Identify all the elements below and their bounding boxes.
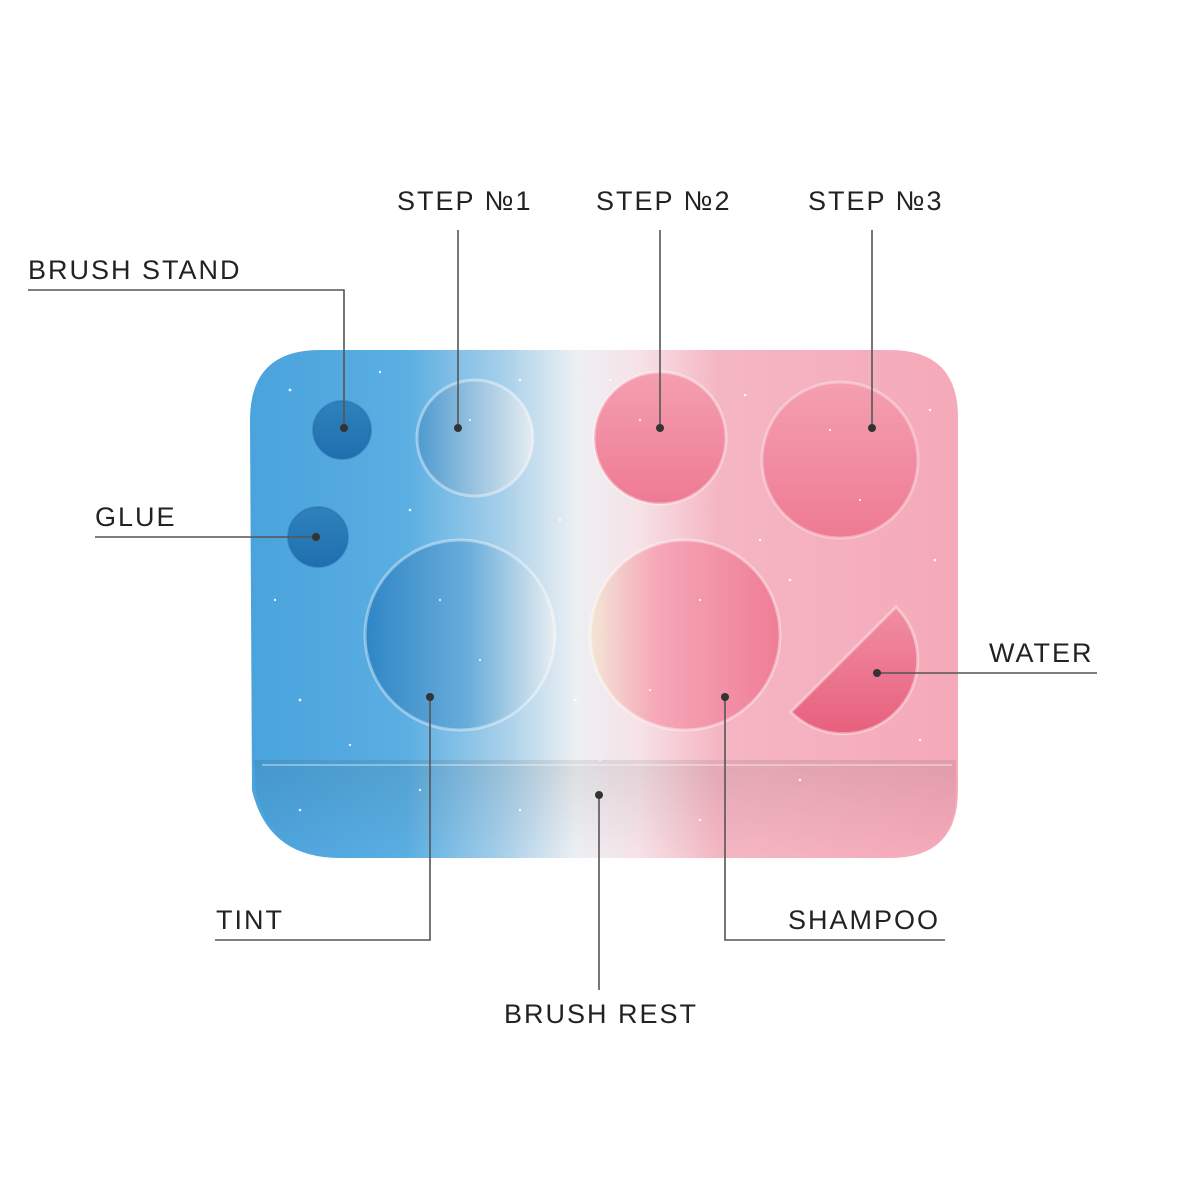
labels: BRUSH STAND GLUE STEP №1 STEP №2 STEP №3… [28, 186, 1094, 1029]
leader-lines [28, 230, 1097, 990]
palette-tray [250, 350, 958, 858]
label-brush-stand: BRUSH STAND [28, 255, 242, 285]
leader-dots [312, 424, 881, 799]
label-step1: STEP №1 [397, 186, 533, 216]
brush-stand-dot [340, 424, 348, 432]
water-dot [873, 669, 881, 677]
shampoo-leader [724, 697, 945, 941]
water-well [788, 604, 920, 736]
glitter [273, 370, 937, 822]
tint-well [363, 538, 557, 732]
step3-dot [868, 424, 876, 432]
step1-well [415, 378, 535, 498]
label-step3: STEP №3 [808, 186, 944, 216]
tray-ledge [254, 760, 956, 856]
step3-well [760, 380, 920, 540]
label-shampoo: SHAMPOO [788, 905, 940, 935]
label-brush-rest: BRUSH REST [504, 999, 698, 1029]
glue-dot [312, 533, 320, 541]
label-tint: TINT [216, 905, 284, 935]
label-glue: GLUE [95, 502, 177, 532]
tint-dot [426, 693, 434, 701]
label-water: WATER [989, 638, 1094, 668]
shampoo-well [588, 538, 782, 732]
step1-dot [454, 424, 462, 432]
step2-dot [656, 424, 664, 432]
label-step2: STEP №2 [596, 186, 732, 216]
tint-leader [215, 697, 431, 941]
shampoo-dot [721, 693, 729, 701]
brush-rest-dot [595, 791, 603, 799]
brush-stand-leader [28, 289, 345, 428]
